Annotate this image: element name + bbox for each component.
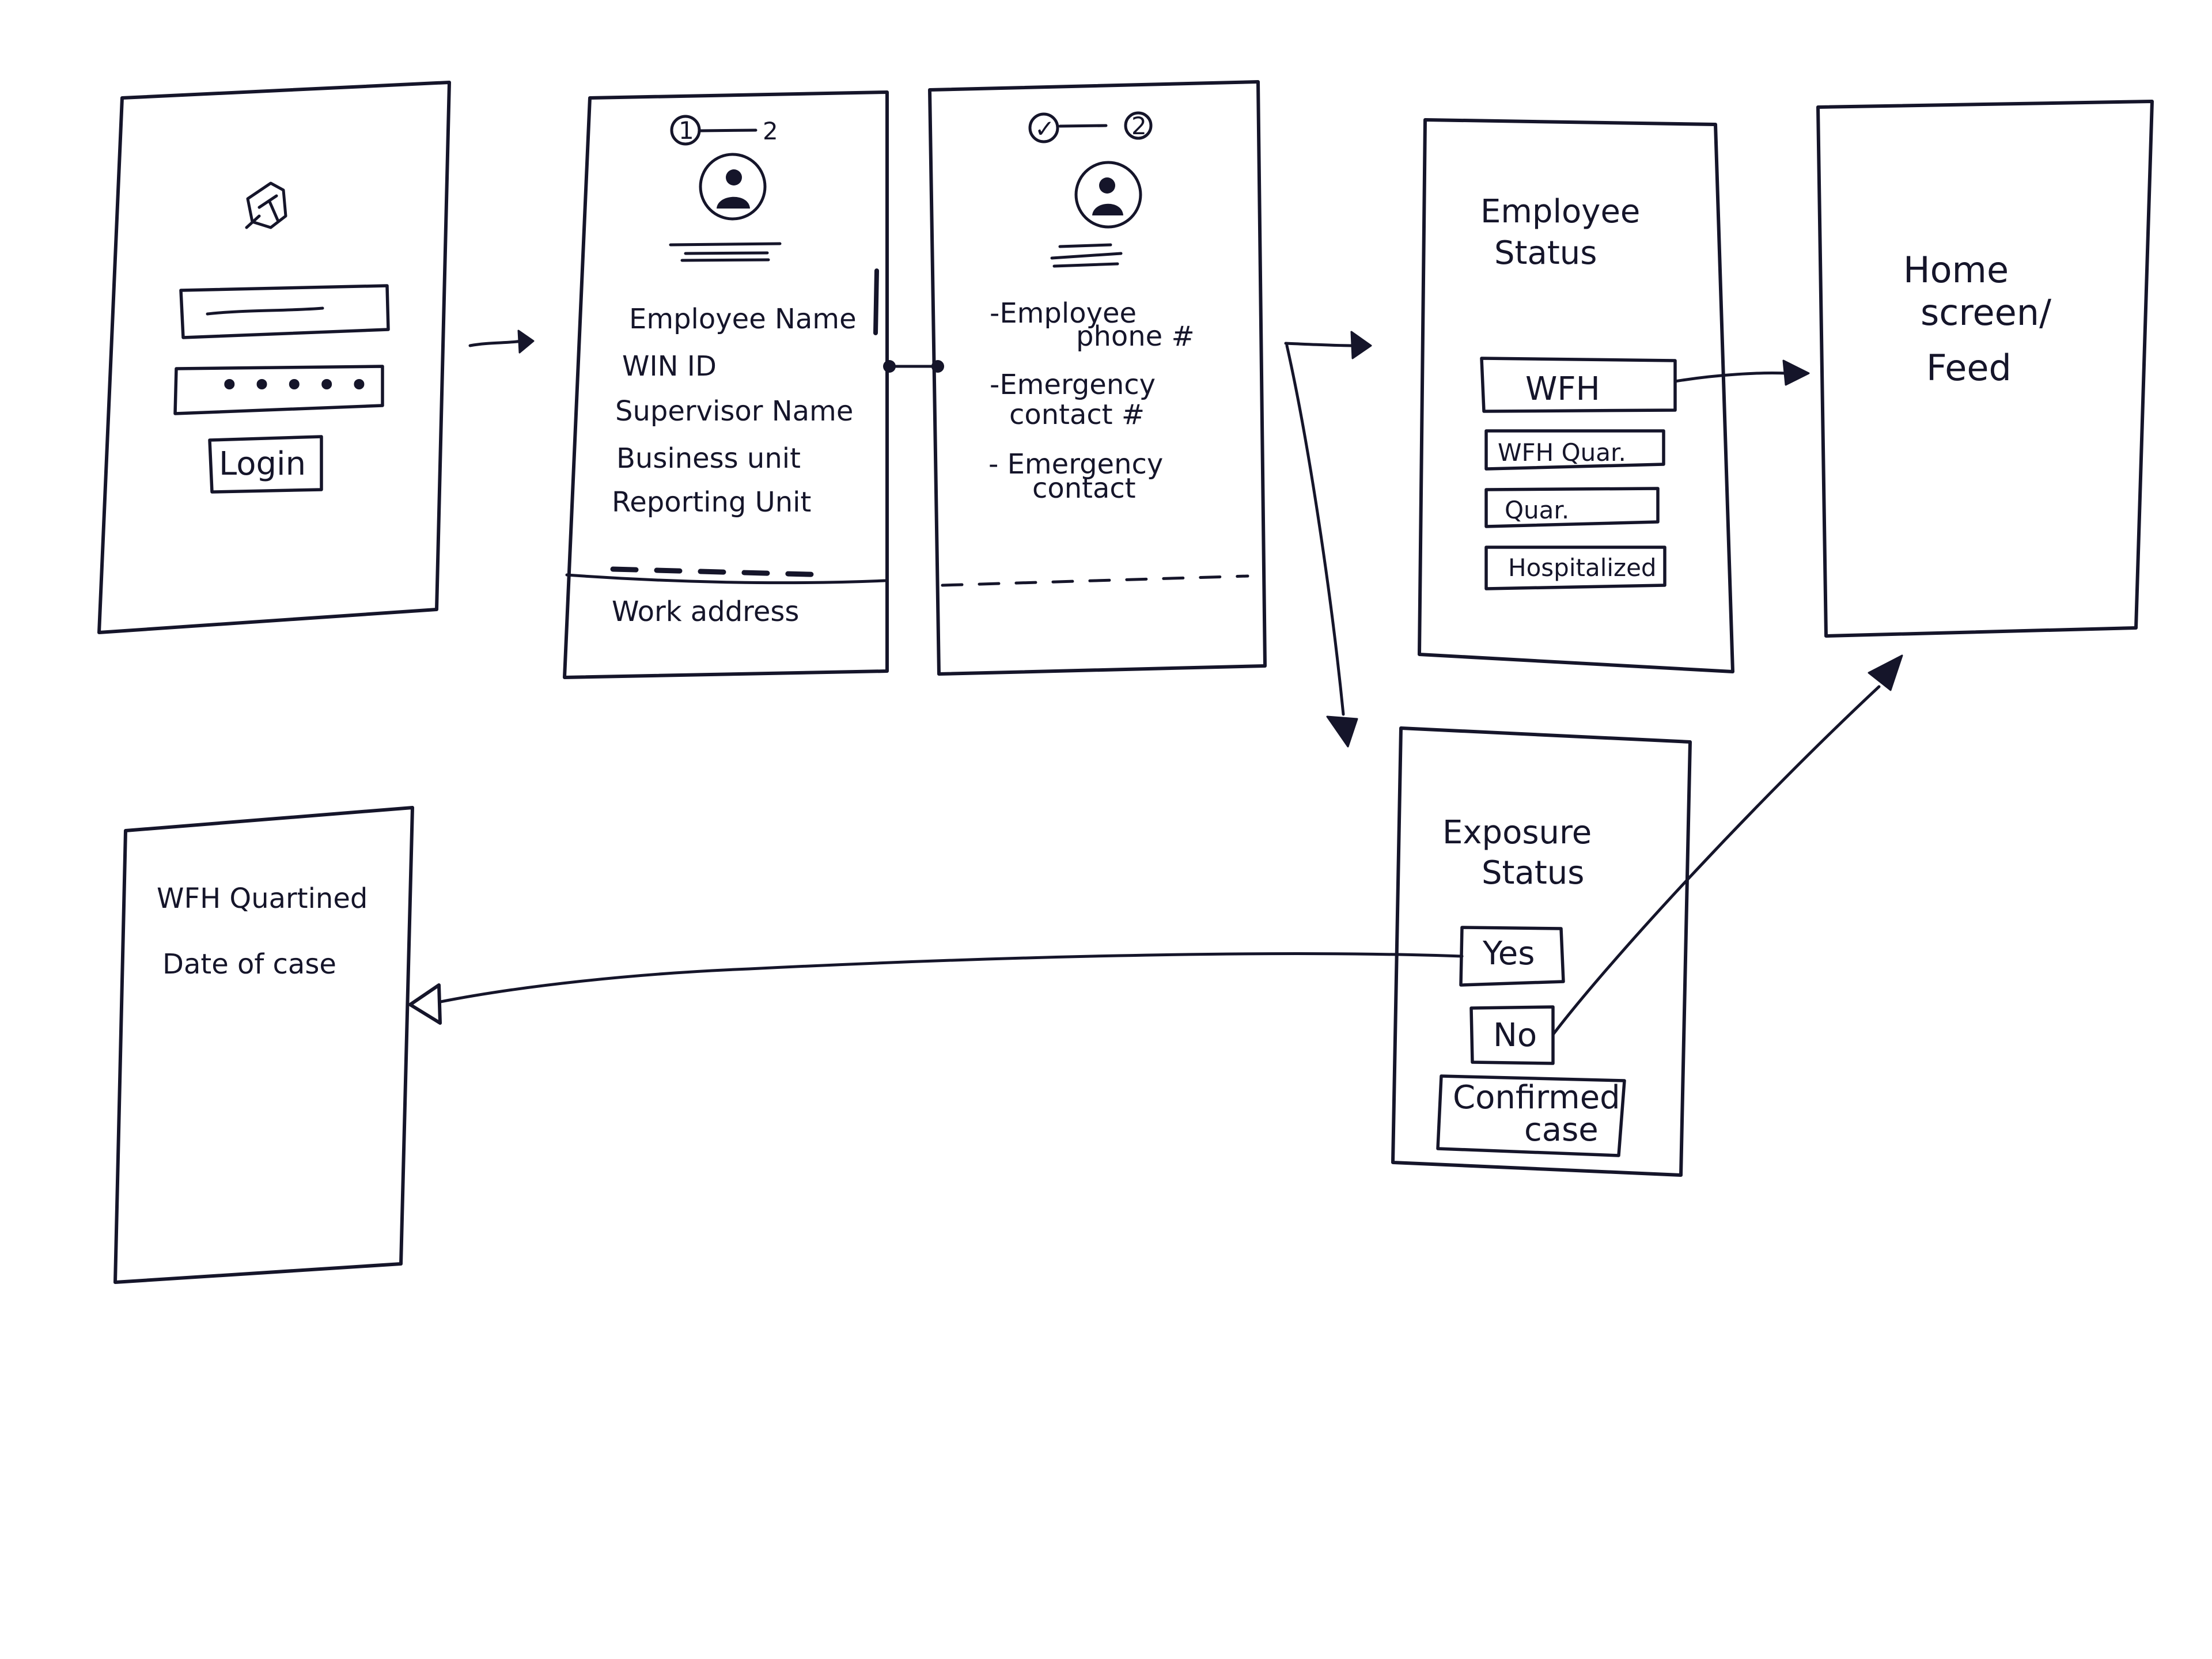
password-field[interactable]: • • • • •: [173, 364, 384, 415]
status-option-wfh-label: WFH: [1525, 370, 1600, 408]
profile-name-line: [669, 242, 782, 247]
profile-step2-screen: ✓ 2 -Employee phone # -Emergency contact…: [928, 80, 1267, 676]
step-one-number: 1: [679, 116, 694, 145]
field-win-id[interactable]: WIN ID: [622, 350, 717, 382]
app-logo-icon: [245, 181, 287, 229]
exposure-no-label: No: [1493, 1017, 1537, 1054]
status-option-quar-label: Quar.: [1505, 496, 1569, 524]
login-screen-frame: [97, 81, 451, 634]
profile-subtitle-line-3: [1050, 252, 1123, 260]
employee-status-title-line1: Employee: [1480, 193, 1640, 230]
employee-status-title-line2: Status: [1494, 234, 1597, 272]
wfh-quarantined-frame: [113, 806, 414, 1284]
confirmed-case-label-line1: Confirmed: [1453, 1079, 1620, 1116]
exposure-no-button[interactable]: No: [1469, 1005, 1555, 1065]
fold-dashes: [610, 566, 832, 578]
field-employee-phone-label-2[interactable]: phone #: [1076, 320, 1195, 353]
check-icon: ✓: [1035, 115, 1055, 143]
home-title-line2: screen/: [1921, 291, 2051, 334]
wfh-quarantined-title: WFH Quartined: [157, 882, 368, 915]
employee-status-screen: Employee Status WFH WFH Quar. Quar. Hosp…: [1418, 118, 1734, 673]
password-dots: • • • • •: [219, 364, 370, 406]
profile-name-line-2: [1058, 243, 1112, 248]
date-of-case-field[interactable]: Date of case: [162, 948, 336, 980]
fold-dashes-2: [941, 574, 1249, 587]
arrow-profile-to-exposure-status: [1285, 344, 1358, 748]
home-title-line3: Feed: [1926, 347, 2012, 389]
step-two-number: 2: [763, 117, 778, 145]
username-placeholder-line: [206, 306, 324, 316]
stepper: 1 2: [670, 115, 778, 146]
exposure-status-screen: Exposure Status Yes No Confirmed case: [1391, 726, 1692, 1177]
step-two-number-active: 2: [1131, 112, 1147, 140]
field-employee-name[interactable]: Employee Name: [629, 303, 857, 335]
home-screen-frame: [1816, 100, 2154, 638]
status-option-hospitalized[interactable]: Hospitalized: [1484, 546, 1666, 590]
status-option-hospitalized-label: Hospitalized: [1508, 554, 1657, 582]
arrow-no-to-home: [1551, 654, 1903, 1036]
status-option-wfh-quar-label: WFH Quar.: [1498, 438, 1626, 467]
field-emergency-contact[interactable]: - Emergency: [988, 448, 1163, 480]
arrow-yes-to-wfh-quarantined: [408, 952, 1464, 1025]
field-work-address[interactable]: Work address: [612, 596, 799, 628]
wfh-quarantined-screen: WFH Quartined Date of case: [113, 806, 414, 1284]
employee-status-frame: [1418, 118, 1734, 673]
status-option-wfh[interactable]: WFH: [1480, 357, 1677, 413]
field-emergency-contact-2[interactable]: contact: [1032, 472, 1136, 505]
confirmed-case-label-line2: case: [1524, 1111, 1599, 1149]
arrow-wfh-to-home: [1673, 359, 1810, 386]
avatar-icon-step2: [1074, 161, 1142, 229]
exposure-status-title-line2: Status: [1482, 854, 1584, 892]
field-emergency-contact-number[interactable]: -Emergency: [990, 369, 1156, 401]
stepper-step2: ✓ 2: [1028, 111, 1153, 143]
status-option-wfh-quar[interactable]: WFH Quar.: [1484, 429, 1665, 471]
login-button[interactable]: Login: [208, 435, 323, 494]
field-business-unit[interactable]: Business unit: [616, 442, 801, 475]
scrollbar[interactable]: [873, 268, 879, 335]
arrow-login-to-profile: [468, 329, 535, 354]
login-button-label: Login: [219, 445, 306, 483]
field-emergency-contact-number-2[interactable]: contact #: [1009, 399, 1145, 431]
profile-step2-frame: [928, 80, 1267, 676]
field-reporting-unit[interactable]: Reporting Unit: [612, 486, 811, 518]
field-employee-phone-label[interactable]: -Employee: [990, 297, 1137, 329]
status-option-quar[interactable]: Quar.: [1484, 487, 1660, 528]
username-field[interactable]: [179, 284, 390, 339]
step-one-done-circle: [1028, 112, 1059, 143]
home-title-line1: Home: [1903, 249, 2009, 291]
field-supervisor-name[interactable]: Supervisor Name: [615, 395, 853, 427]
exposure-status-title-line1: Exposure: [1442, 814, 1592, 851]
fold-divider: [565, 573, 887, 585]
exposure-confirmed-case-button[interactable]: Confirmed case: [1436, 1074, 1626, 1157]
exposure-status-frame: [1391, 726, 1692, 1177]
profile-step1-frame: [563, 90, 889, 679]
arrow-profile-to-employee-status: [1284, 331, 1372, 359]
avatar-icon: [699, 153, 767, 221]
profile-step1-screen: 1 2 Employee Name WIN ID Supervisor Name…: [563, 90, 889, 679]
profile-subtitle-line-4: [1052, 262, 1119, 268]
exposure-yes-label: Yes: [1482, 935, 1535, 972]
login-screen: • • • • • Login: [97, 81, 451, 634]
stepper-connector: [698, 128, 757, 132]
step-two-circle: [1124, 111, 1153, 140]
home-screen: Home screen/ Feed: [1816, 100, 2154, 638]
exposure-yes-button[interactable]: Yes: [1459, 926, 1565, 987]
